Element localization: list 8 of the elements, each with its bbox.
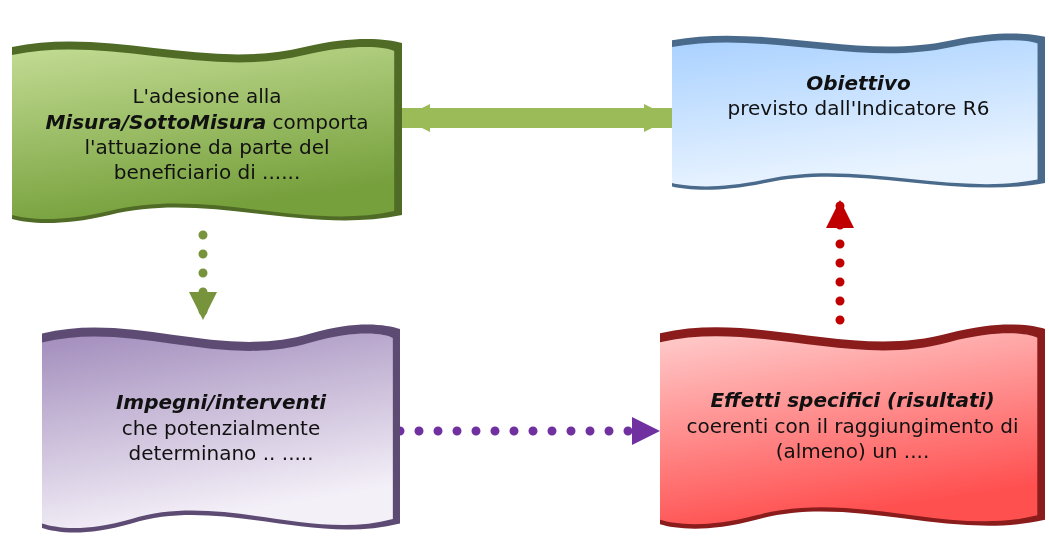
arrow — [402, 104, 672, 132]
node-heading: Impegni/interventi — [115, 390, 327, 416]
node-text: previsto dall'Indicatore R6 — [727, 96, 990, 122]
node-text: L'adesione alla Misura/SottoMisura comporta l'attuazione da parte del beneficiario di ...... — [44, 84, 370, 186]
node-heading: Obiettivo — [806, 70, 911, 97]
node-text: coerenti con il raggiungimento di (almeno) un .... — [685, 413, 1020, 465]
node-heading: Effetti specifici (risultati) — [710, 388, 995, 414]
node-text: che potenzialmente determinano .. ..... — [120, 415, 322, 467]
